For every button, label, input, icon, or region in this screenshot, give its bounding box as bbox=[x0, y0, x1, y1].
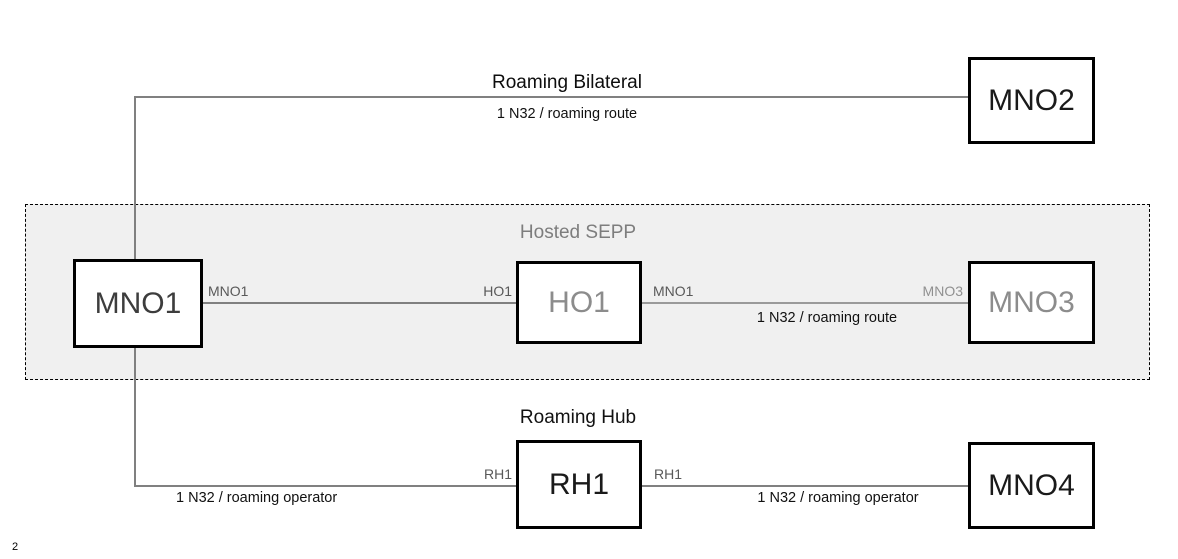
node-ho1[interactable]: HO1 bbox=[516, 261, 642, 344]
connector-ho1-mno3-right-tag: MNO3 bbox=[922, 283, 963, 299]
hosted-sepp-caption: Hosted SEPP bbox=[519, 222, 637, 243]
node-mno4-label: MNO4 bbox=[988, 468, 1075, 502]
connector-rh1-mno4-left-tag: RH1 bbox=[654, 466, 683, 482]
page-number: 2 bbox=[12, 541, 19, 553]
node-mno2[interactable]: MNO2 bbox=[968, 57, 1095, 144]
node-mno1-label: MNO1 bbox=[94, 286, 182, 320]
node-rh1-label: RH1 bbox=[548, 467, 609, 501]
node-mno1[interactable]: MNO1 bbox=[73, 259, 203, 348]
connector-mno1-ho1-left-tag: MNO1 bbox=[208, 283, 249, 299]
roaming-bilateral-title: Roaming Bilateral bbox=[492, 72, 642, 93]
node-ho1-label: HO1 bbox=[548, 285, 610, 319]
roaming-bilateral-description: 1 N32 / roaming route bbox=[496, 106, 638, 122]
node-mno3[interactable]: MNO3 bbox=[968, 261, 1095, 344]
connector-mno1-rh1-right-tag: RH1 bbox=[483, 466, 512, 482]
connector-mno1-mno2-horizontal bbox=[134, 96, 969, 98]
connector-mno1-rh1-description: 1 N32 / roaming operator bbox=[176, 490, 338, 506]
connector-rh1-mno4-description: 1 N32 / roaming operator bbox=[757, 490, 919, 506]
connector-mno1-ho1-right-tag: HO1 bbox=[483, 283, 512, 299]
connector-ho1-mno3-left-tag: MNO1 bbox=[653, 283, 694, 299]
node-mno3-label: MNO3 bbox=[988, 285, 1075, 319]
roaming-hub-title: Roaming Hub bbox=[519, 407, 637, 428]
connector-rh1-mno4 bbox=[641, 485, 969, 487]
connector-mno1-rh1-vertical bbox=[134, 348, 136, 487]
node-rh1[interactable]: RH1 bbox=[516, 440, 642, 529]
connector-ho1-mno3 bbox=[641, 302, 969, 304]
connector-ho1-mno3-description: 1 N32 / roaming route bbox=[756, 310, 898, 326]
connector-mno1-ho1 bbox=[203, 302, 517, 304]
node-mno2-label: MNO2 bbox=[988, 83, 1075, 117]
connector-mno1-mno2-vertical bbox=[134, 96, 136, 260]
connector-mno1-rh1-horizontal bbox=[134, 485, 517, 487]
node-mno4[interactable]: MNO4 bbox=[968, 442, 1095, 529]
